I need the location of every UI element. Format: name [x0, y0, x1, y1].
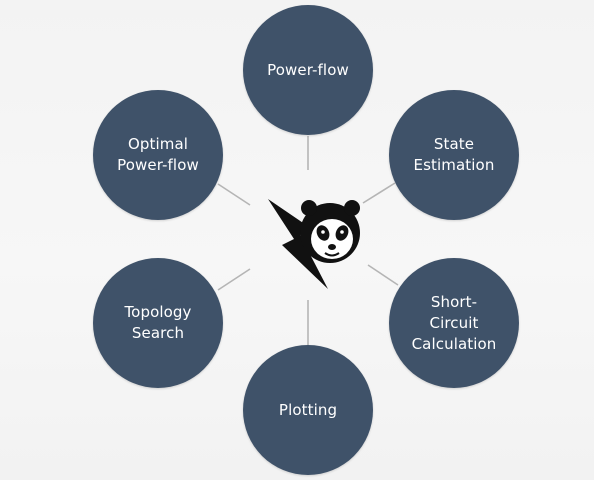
- node-plotting: Plotting: [243, 345, 373, 475]
- connector-optimal: [217, 183, 251, 206]
- panda-lightning-logo-icon: [268, 199, 360, 289]
- node-label-topology-search: Topology Search: [124, 303, 192, 342]
- lightning-bolt-shape: [268, 199, 328, 289]
- connector-short: [367, 264, 399, 286]
- node-label-power-flow: Power-flow: [267, 60, 349, 79]
- node-label-short-circuit-calculation: Short- Circuit Calculation: [411, 292, 497, 353]
- node-state-estimation: State Estimation: [389, 90, 519, 220]
- node-topology-search: Topology Search: [93, 258, 223, 388]
- node-optimal-power-flow: Optimal Power-flow: [93, 90, 223, 220]
- panda-head-shape: [300, 200, 360, 263]
- connector-topology: [217, 268, 251, 291]
- connector-state: [362, 182, 396, 204]
- node-power-flow: Power-flow: [243, 5, 373, 135]
- node-label-plotting: Plotting: [278, 400, 338, 419]
- node-label-state-estimation: State Estimation: [413, 135, 495, 174]
- node-label-optimal-power-flow: Optimal Power-flow: [117, 135, 199, 174]
- node-short-circuit-calculation: Short- Circuit Calculation: [389, 258, 519, 388]
